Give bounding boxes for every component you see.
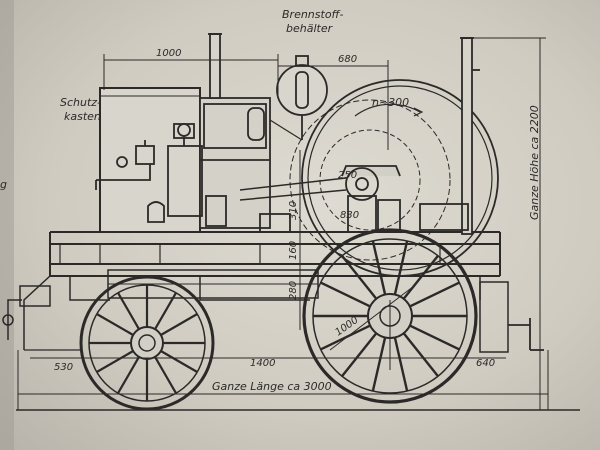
speed-label: n~300	[372, 96, 409, 109]
page-gutter-shadow	[0, 0, 14, 450]
total-length-label: Ganze Länge ca 3000	[212, 380, 332, 393]
wheel-spoke	[393, 240, 409, 295]
wheel-spoke	[96, 313, 134, 336]
wheel-spoke	[393, 337, 409, 392]
wheel-spoke	[371, 240, 387, 295]
rear-stack	[460, 37, 480, 235]
engine-block	[95, 97, 291, 233]
total-height-label: Ganze Höhe ca 2200	[528, 105, 541, 220]
dim-640: 640	[476, 358, 495, 369]
guard-box-label-2: kasten	[64, 110, 101, 123]
wheel-spoke	[320, 324, 371, 351]
fuel-tank-label-2: behälter	[286, 22, 334, 35]
dim-250: 250	[338, 170, 357, 181]
wheel-spoke	[341, 255, 378, 300]
dimension-lines	[17, 37, 549, 410]
front-coupling	[2, 285, 51, 340]
dim-530: 530	[54, 362, 73, 373]
exhaust-stack	[208, 33, 222, 99]
dim-310: 310	[288, 201, 299, 220]
front-wheel	[79, 275, 215, 411]
wheel-spoke	[96, 350, 134, 373]
wheel-spoke	[160, 313, 198, 336]
wheel-spoke	[320, 281, 371, 308]
guard-box	[99, 87, 201, 233]
dim-1000-top: 1000	[156, 48, 181, 59]
wheel-spoke	[402, 332, 439, 377]
dim-160: 160	[288, 241, 299, 260]
crank-handle	[508, 318, 544, 351]
crank-bearing	[239, 165, 469, 233]
dim-1400: 1400	[250, 358, 275, 369]
dim-1000-wheel: 1000	[333, 315, 360, 339]
wheel-spoke	[371, 337, 387, 392]
dim-830: 830	[340, 210, 359, 221]
fuel-tank	[269, 55, 328, 141]
fuel-tank-label-1: Brennstoff-	[282, 8, 343, 21]
wheel-spoke	[154, 292, 177, 330]
wheel-spoke	[409, 324, 460, 351]
chassis-frame	[23, 231, 509, 353]
left-edge-fragment: g	[0, 178, 7, 191]
wheel-spoke	[160, 350, 198, 373]
dim-280: 280	[288, 281, 299, 300]
wheel-spoke	[117, 292, 140, 330]
wheel-spoke	[154, 356, 177, 394]
wheel-spoke	[341, 332, 378, 377]
dim-680: 680	[338, 54, 357, 65]
wheel-spoke	[117, 356, 140, 394]
wheel-spoke	[402, 255, 439, 300]
wheel-spoke	[409, 281, 460, 308]
guard-box-label-1: Schutz-	[60, 96, 101, 109]
